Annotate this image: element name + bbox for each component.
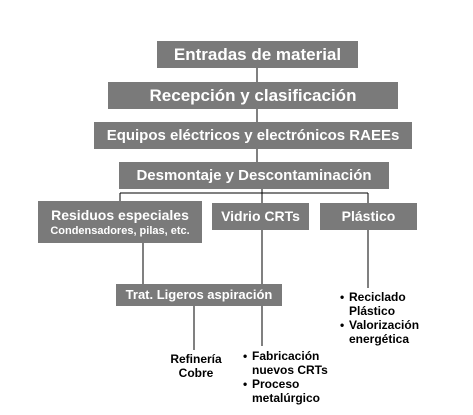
node-tratamiento-ligeros: Trat. Ligeros aspiración	[116, 284, 282, 306]
node-equipos-label: Equipos eléctricos y electrónicos RAEEs	[106, 126, 400, 144]
node-vidrio-crts: Vidrio CRTs	[212, 203, 309, 230]
output-refineria-cobre: Refinería Cobre	[166, 352, 226, 380]
node-residuos-title: Residuos especiales	[51, 206, 189, 223]
output-plastico-item1-line2: Plástico	[349, 304, 396, 318]
node-equipos-raee: Equipos eléctricos y electrónicos RAEEs	[94, 122, 412, 149]
node-tratamiento-label: Trat. Ligeros aspiración	[125, 286, 273, 302]
output-refineria-line1: Refinería	[170, 352, 222, 366]
node-vidrio-label: Vidrio CRTs	[221, 208, 300, 225]
node-plastico-label: Plástico	[341, 208, 396, 225]
list-item: Fabricación nuevos CRTs	[243, 349, 328, 377]
output-vidrio-list: Fabricación nuevos CRTs Proceso metalúrg…	[243, 349, 328, 405]
output-vidrio-item2-line2: metalúrgico	[252, 391, 321, 405]
output-vidrio-item2-line1: Proceso	[252, 377, 300, 391]
output-vidrio-item1-line2: nuevos CRTs	[252, 363, 328, 377]
list-item: Reciclado Plástico	[340, 290, 419, 318]
node-entradas-label: Entradas de material	[173, 44, 342, 64]
output-refineria-line2: Cobre	[178, 366, 214, 380]
output-vidrio-item1-line1: Fabricación	[252, 349, 320, 363]
node-desmontaje-label: Desmontaje y Descontaminación	[136, 166, 372, 184]
output-plastico-list: Reciclado Plástico Valorización energéti…	[340, 290, 419, 346]
node-desmontaje: Desmontaje y Descontaminación	[119, 162, 389, 189]
output-plastico-item2-line1: Valorización	[349, 318, 420, 332]
node-entradas-material: Entradas de material	[157, 41, 358, 68]
node-residuos-subtitle: Condensadores, pilas, etc.	[50, 224, 190, 237]
node-recepcion-clasificacion: Recepción y clasificación	[108, 82, 398, 109]
node-residuos-especiales: Residuos especiales Condensadores, pilas…	[38, 201, 202, 243]
node-recepcion-label: Recepción y clasificación	[149, 85, 357, 105]
list-item: Proceso metalúrgico	[243, 377, 328, 405]
list-item: Valorización energética	[340, 318, 419, 346]
output-plastico-item2-line2: energética	[349, 332, 410, 346]
output-plastico-item1-line1: Reciclado	[349, 290, 406, 304]
node-plastico: Plástico	[320, 203, 417, 230]
